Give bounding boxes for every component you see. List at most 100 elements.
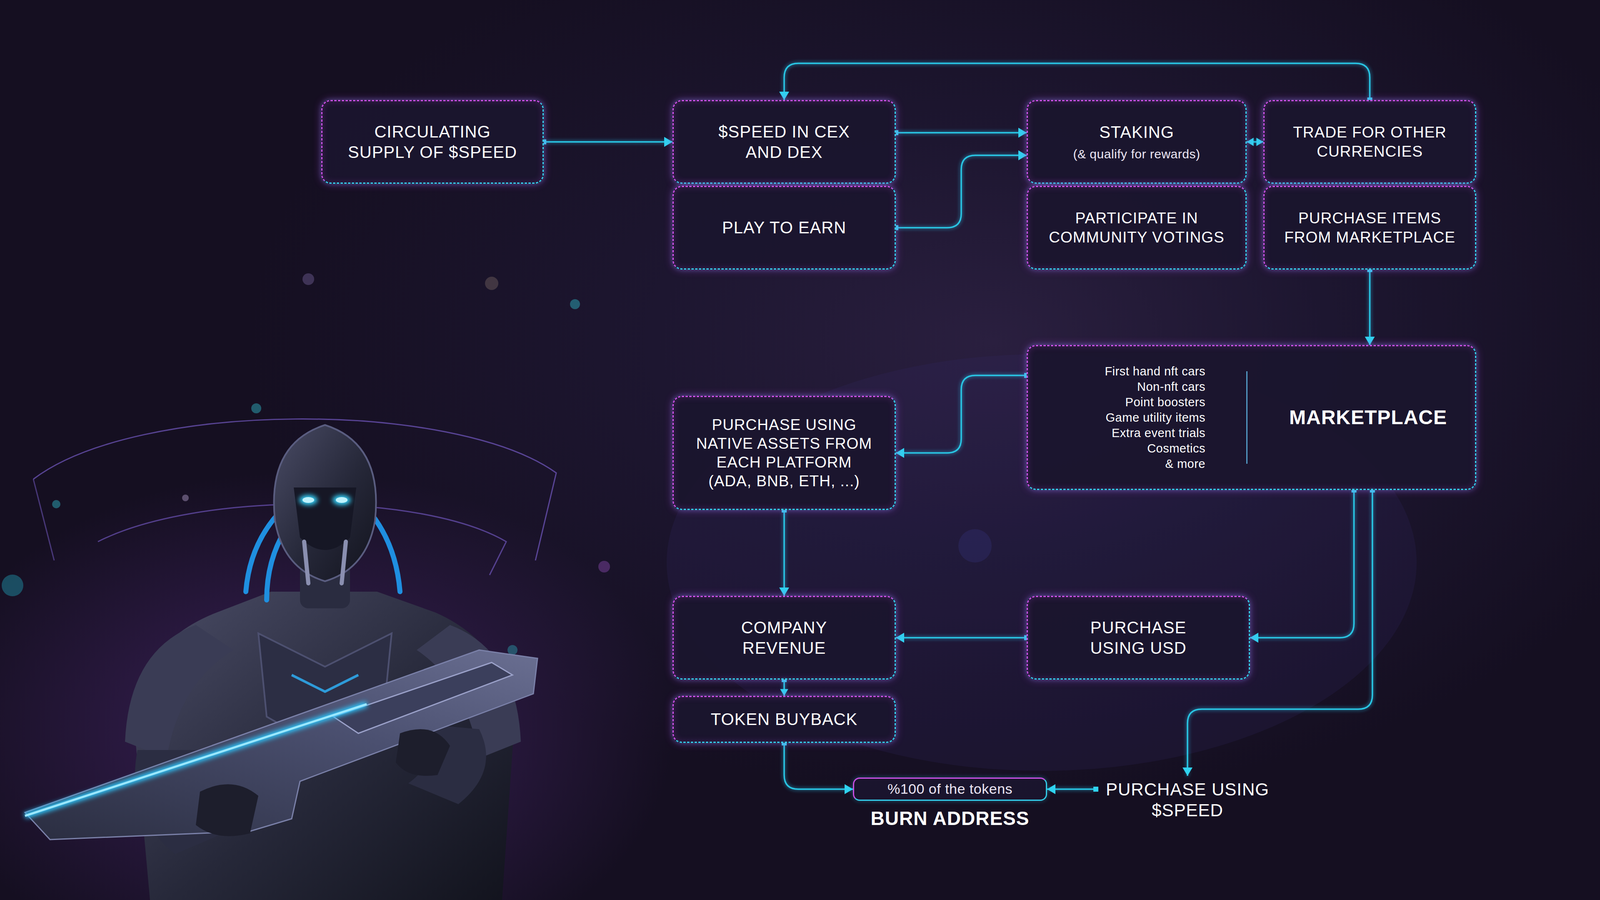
- text-column: $SPEED IN CEX AND DEX: [705, 121, 864, 163]
- robot-eye: [302, 497, 315, 503]
- connector: [895, 632, 1030, 643]
- process-box: COMPANY REVENUE: [672, 595, 896, 680]
- list-item: Cosmetics: [1147, 440, 1206, 457]
- bokeh-dot: [1, 574, 24, 597]
- connector: [895, 372, 1030, 458]
- text-column: PURCHASE USING NATIVE ASSETS FROM EACH P…: [693, 415, 875, 491]
- box-label: PARTICIPATE IN COMMUNITY VOTINGS: [1038, 208, 1235, 247]
- node-heading: BURN ADDRESS: [845, 806, 1055, 830]
- robot-shoulder: [125, 625, 234, 759]
- text-column: COMPANY REVENUE: [721, 617, 847, 659]
- text-column: TRADE FOR OTHER CURRENCIES: [1274, 122, 1466, 161]
- box-content: PURCHASE USING NATIVE ASSETS FROM EACH P…: [673, 397, 895, 509]
- box-label: COMPANY REVENUE: [721, 617, 847, 659]
- rifle-body: [25, 650, 538, 840]
- bokeh-dot: [182, 494, 189, 502]
- start-marker: [1093, 786, 1099, 792]
- box-label: PURCHASE ITEMS FROM MARKETPLACE: [1278, 208, 1462, 247]
- bokeh-dot: [302, 273, 315, 285]
- arrow-head: [895, 632, 905, 643]
- box-label: TRADE FOR OTHER CURRENCIES: [1274, 122, 1466, 161]
- connector-line: [1250, 490, 1355, 638]
- text-column: CIRCULATING SUPPLY OF $SPEED: [342, 121, 523, 163]
- box-content: PURCHASE USING USD: [1027, 597, 1249, 679]
- bokeh-dot: [251, 403, 262, 414]
- arrow-head: [1047, 784, 1056, 795]
- connector: [1250, 487, 1357, 643]
- rifle-glow-line: [25, 704, 367, 816]
- bokeh-dot: [52, 500, 61, 509]
- text-column: STAKING (& qualify for rewards): [1038, 122, 1235, 162]
- process-box: PARTICIPATE IN COMMUNITY VOTINGS: [1026, 185, 1247, 270]
- arrow-head: [895, 447, 905, 458]
- process-box: $SPEED IN CEX AND DEX: [672, 100, 896, 184]
- text-column: TOKEN BUYBACK: [684, 709, 885, 730]
- robot-eye-glow: [299, 495, 318, 505]
- box-label: PLAY TO EARN: [684, 217, 885, 238]
- connector: [780, 677, 789, 696]
- box-content: PLAY TO EARN: [673, 187, 895, 269]
- arrow-head: [844, 784, 853, 795]
- connector-line: [783, 510, 785, 596]
- arrow-head: [1246, 137, 1254, 147]
- flow-step-label: PURCHASE USING $SPEED: [1095, 775, 1280, 826]
- bokeh-dot: [958, 529, 992, 563]
- text-column: PURCHASE ITEMS FROM MARKETPLACE: [1278, 208, 1462, 247]
- box-label: $SPEED IN CEX AND DEX: [705, 121, 864, 163]
- rifle-glow: [25, 704, 367, 816]
- connector-line: [895, 375, 1027, 453]
- process-box: PURCHASE USING USD: [1026, 595, 1250, 680]
- list-item: Game utility items: [1105, 410, 1206, 426]
- arrow-head: [1182, 767, 1193, 776]
- list-item: Non-nft cars: [1137, 379, 1206, 395]
- arrow-head: [1250, 632, 1259, 643]
- arrow-head: [1365, 336, 1375, 345]
- burn-address: %100 of the tokensBURN ADDRESS: [845, 775, 1055, 835]
- arrow-head: [664, 137, 673, 148]
- bokeh-dot: [598, 560, 610, 573]
- connector-line: [784, 742, 853, 790]
- box-content: PARTICIPATE IN COMMUNITY VOTINGS: [1027, 187, 1246, 269]
- box-subtitle: (& qualify for rewards): [1038, 146, 1235, 163]
- connector-line: [895, 637, 1027, 639]
- process-box: TRADE FOR OTHER CURRENCIES: [1263, 100, 1477, 184]
- flow-label: PURCHASE USING $SPEED: [1097, 779, 1278, 822]
- process-box: TOKEN BUYBACK: [672, 695, 896, 743]
- box-content: STAKING (& qualify for rewards): [1027, 101, 1246, 183]
- box-label: PURCHASE USING USD: [1075, 617, 1201, 659]
- process-box: PURCHASE USING NATIVE ASSETS FROM EACH P…: [672, 395, 896, 510]
- box-content: TRADE FOR OTHER CURRENCIES: [1264, 101, 1475, 183]
- connector: [893, 127, 1027, 138]
- process-box: CIRCULATING SUPPLY OF $SPEED: [321, 100, 544, 184]
- title-area: MARKETPLACE: [1261, 346, 1475, 489]
- list-item: Extra event trials: [1111, 425, 1206, 441]
- divider-line: [1246, 371, 1248, 464]
- robot-helmet: [274, 425, 377, 582]
- connector-line: [1369, 269, 1371, 345]
- list-item: & more: [1165, 456, 1206, 472]
- box-label: STAKING: [1038, 122, 1235, 143]
- arrow-head: [779, 587, 790, 596]
- connector-line: [895, 155, 1027, 228]
- box-content: $SPEED IN CEX AND DEX: [673, 101, 895, 183]
- arrow-head: [1256, 137, 1264, 147]
- box-label: TOKEN BUYBACK: [684, 709, 885, 730]
- process-box: PURCHASE ITEMS FROM MARKETPLACE: [1263, 185, 1477, 270]
- arrow-head: [780, 689, 789, 696]
- process-box: STAKING (& qualify for rewards): [1026, 100, 1247, 184]
- text-column: PURCHASE USING $SPEED: [1095, 775, 1280, 822]
- box-content: PURCHASE ITEMS FROM MARKETPLACE: [1264, 187, 1475, 269]
- connector: [779, 507, 790, 596]
- robot-eye-glow: [332, 495, 351, 505]
- connector-line: [543, 141, 673, 143]
- connector: [541, 137, 673, 148]
- text-column: PURCHASE USING USD: [1075, 617, 1201, 659]
- connector: [893, 150, 1027, 231]
- burn-pill: %100 of the tokens: [852, 777, 1048, 801]
- connector-line: [784, 63, 1370, 100]
- pill-label: %100 of the tokens: [887, 780, 1013, 798]
- connector: [1047, 784, 1099, 795]
- box-content: TOKEN BUYBACK: [673, 697, 895, 742]
- bokeh-dot: [507, 645, 518, 655]
